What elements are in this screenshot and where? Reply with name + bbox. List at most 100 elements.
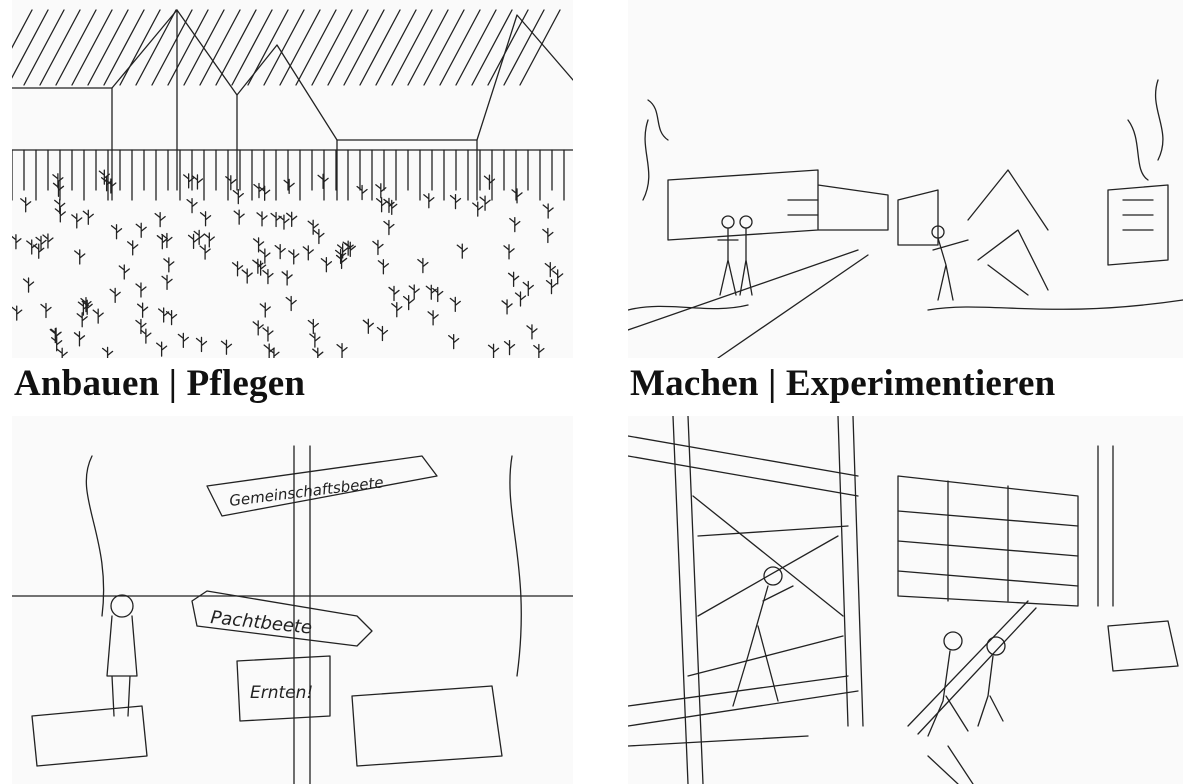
plant (187, 233, 200, 249)
plant (233, 209, 245, 225)
plant (313, 228, 325, 245)
plant (542, 203, 554, 219)
sketch-workshop-yard (628, 0, 1183, 358)
plant (101, 346, 114, 358)
plant (377, 259, 390, 275)
plant (552, 269, 564, 285)
plant (241, 268, 253, 284)
sign-text-ernten: Ernten! (250, 683, 313, 703)
plant (177, 332, 189, 349)
plant (220, 339, 233, 355)
plant (278, 214, 290, 230)
plant (511, 188, 523, 204)
plant (449, 193, 462, 210)
roof-hatch-line (231, 9, 273, 86)
roof-hatch-line (215, 9, 257, 86)
plant (514, 291, 527, 307)
plant (449, 296, 461, 313)
roof-hatch-line (151, 9, 193, 86)
plant (391, 302, 403, 318)
plant (98, 169, 110, 185)
plant (161, 274, 173, 291)
plant (225, 175, 237, 191)
plant (283, 178, 295, 195)
plant (186, 198, 198, 214)
plant (183, 173, 195, 189)
roof-hatch-line (279, 9, 321, 86)
plant (80, 296, 92, 313)
plant (383, 219, 395, 236)
roof-hatch-line (487, 9, 529, 86)
plant (372, 239, 384, 256)
plant (82, 209, 94, 225)
plant (56, 347, 68, 358)
plant (423, 193, 435, 209)
roof-hatch-line (103, 9, 145, 86)
plant (403, 294, 415, 311)
plant (268, 347, 280, 358)
plant (33, 243, 45, 259)
plant (408, 284, 420, 300)
plant (252, 237, 265, 253)
plant (270, 211, 282, 228)
plant (76, 312, 88, 328)
plant (417, 257, 429, 274)
plant (309, 332, 321, 348)
roof-hatch-line (503, 9, 545, 86)
plant (383, 197, 395, 214)
roof-hatch-line (87, 9, 129, 86)
plant (479, 195, 491, 211)
roof-hatch-line (199, 9, 241, 86)
roof-hatch-line (343, 9, 385, 86)
plant (425, 284, 437, 300)
roof-hatch-line (119, 9, 161, 86)
plant (503, 244, 515, 260)
plant (285, 295, 297, 312)
plant (545, 279, 558, 295)
plant (542, 227, 554, 244)
plant (161, 232, 173, 249)
plant (20, 197, 32, 213)
plant (342, 240, 354, 256)
sign-ernten (236, 655, 331, 722)
roof-hatch-line (439, 9, 481, 86)
roof-hatch-line (71, 9, 113, 86)
plant (288, 249, 300, 265)
plant (533, 343, 545, 358)
plant (71, 213, 83, 229)
roof-hatch-line (311, 9, 353, 86)
plant (140, 328, 152, 344)
roof-hatch-line (55, 9, 97, 86)
plant (12, 234, 22, 250)
plant (262, 268, 274, 285)
plant (158, 307, 170, 323)
roof-hatch-line (519, 9, 561, 86)
plant (262, 326, 274, 342)
plant (509, 216, 521, 233)
plant (356, 184, 368, 201)
plant (253, 182, 265, 199)
plant (375, 197, 388, 213)
roof-hatch-line (327, 9, 369, 86)
roof-hatch-line (375, 9, 417, 86)
plant (163, 257, 175, 273)
plant (155, 341, 168, 357)
plant (203, 232, 215, 248)
plant (307, 219, 319, 235)
plant (281, 270, 293, 286)
plant (259, 185, 271, 201)
sketch-garden-signs: Gemeinschaftsbeete Pachtbeete Ernten! (12, 416, 573, 784)
plant (74, 249, 86, 265)
roof-hatch-line (263, 9, 305, 86)
plant (526, 324, 538, 340)
roof-hatch-line (183, 9, 225, 86)
plant (375, 183, 387, 199)
roof-hatch-line (23, 9, 65, 86)
plant (286, 211, 298, 227)
plant (263, 343, 275, 358)
plant (503, 339, 516, 356)
heading-machen-experimentieren: Machen | Experimentieren (630, 363, 1056, 404)
plant (135, 222, 147, 238)
plant (26, 239, 38, 255)
plant (320, 257, 333, 273)
